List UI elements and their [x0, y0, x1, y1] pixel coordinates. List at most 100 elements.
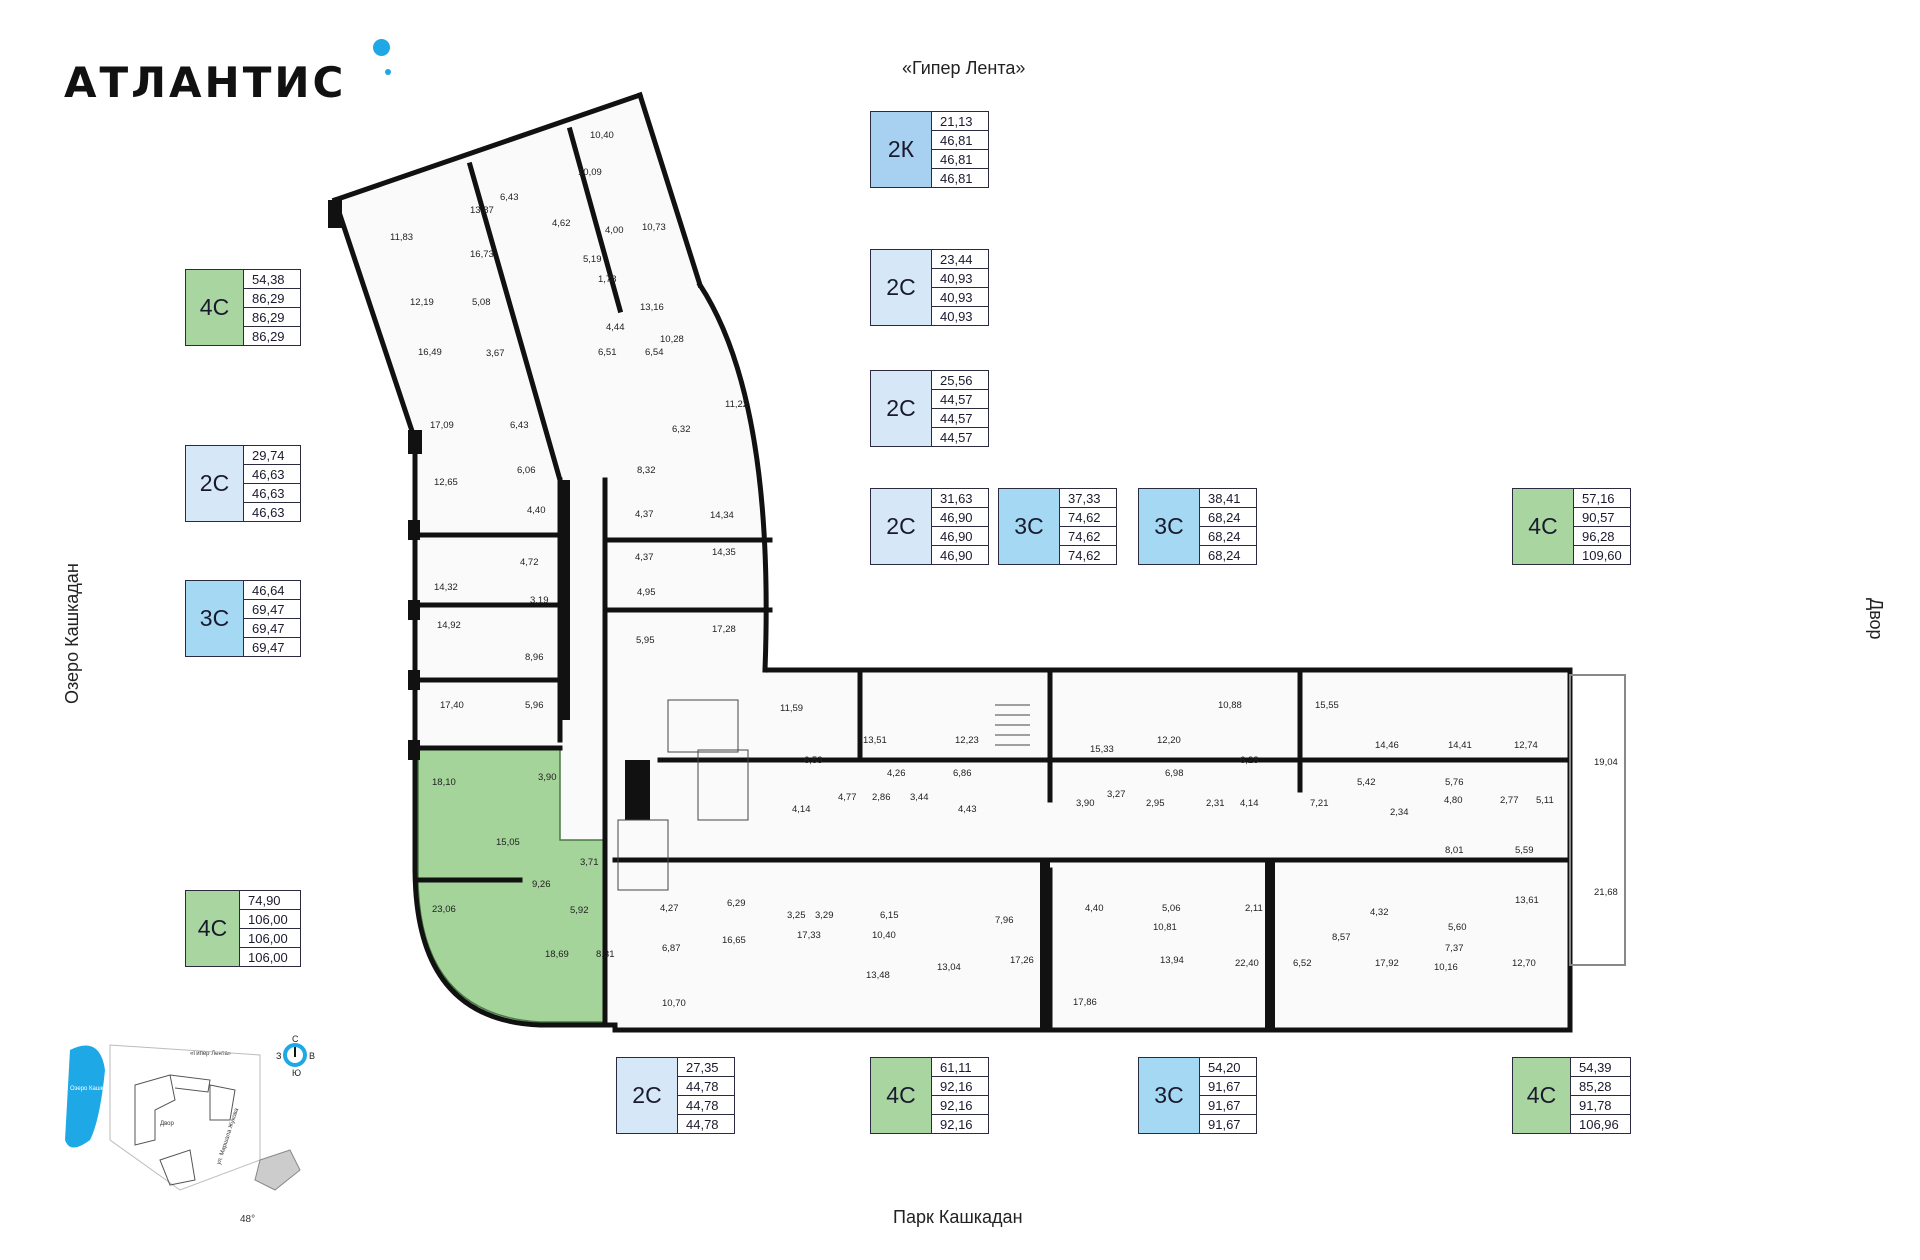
area-value: 90,57 [1574, 508, 1630, 527]
apartment-card-2c[interactable]: 2С 23,44 40,93 40,93 40,93 [870, 249, 989, 326]
area-value: 61,11 [932, 1058, 988, 1077]
room-area: 11,22 [725, 399, 748, 410]
room-area: 3,19 [530, 595, 549, 606]
room-area: 8,01 [1445, 845, 1464, 856]
area-value: 44,57 [932, 390, 988, 409]
area-value: 44,78 [678, 1077, 734, 1096]
room-area: 6,43 [510, 420, 529, 431]
apartment-card-4c[interactable]: 4С 74,90 106,00 106,00 106,00 [185, 890, 301, 967]
room-area: 4,72 [520, 557, 539, 568]
room-area: 1,78 [598, 274, 617, 285]
room-area: 6,15 [880, 910, 899, 921]
room-area: 3,27 [1107, 789, 1126, 800]
rotation-label: 48° [240, 1214, 255, 1225]
room-area: 17,28 [712, 624, 736, 635]
room-area: 10,40 [872, 930, 896, 941]
room-area: 18,10 [432, 777, 456, 788]
room-area: 19,04 [1594, 757, 1618, 768]
room-area: 17,09 [430, 420, 454, 431]
room-area: 17,86 [1073, 997, 1097, 1008]
room-area: 10,28 [660, 334, 684, 345]
area-value: 85,28 [1571, 1077, 1630, 1096]
room-area: 8,32 [637, 465, 656, 476]
room-area: 22,40 [1235, 958, 1259, 969]
room-area: 3,25 [787, 910, 806, 921]
room-area: 17,40 [440, 700, 464, 711]
room-area: 6,43 [500, 192, 519, 203]
lake-shape [65, 1045, 105, 1148]
apartment-type: 3С [999, 489, 1060, 564]
area-value: 21,13 [932, 112, 988, 131]
area-value: 106,00 [240, 910, 300, 929]
area-value: 46,81 [940, 170, 973, 186]
room-area: 4,43 [958, 804, 977, 815]
apartment-card-3c[interactable]: 3С 46,64 69,47 69,47 69,47 [185, 580, 301, 657]
area-value: 92,16 [932, 1096, 988, 1115]
room-area: 4,44 [606, 322, 625, 333]
room-area: 16,65 [722, 935, 746, 946]
room-area: 5,95 [636, 635, 655, 646]
compass-n: С [292, 1034, 299, 1044]
room-area: 17,33 [797, 930, 821, 941]
area-value: 40,93 [932, 269, 988, 288]
room-area: 14,35 [712, 547, 736, 558]
room-area: 6,53 [804, 755, 823, 766]
label-south: Парк Кашкадан [893, 1207, 1023, 1227]
room-area: 4,40 [1085, 903, 1104, 914]
mini-lake-label: Озеро Кашкадан [70, 1086, 117, 1092]
room-area: 2,31 [1206, 798, 1225, 809]
area-value: 86,29 [244, 308, 300, 327]
room-area: 4,77 [838, 792, 857, 803]
room-area: 7,21 [1310, 798, 1329, 809]
room-area: 7,37 [1445, 943, 1464, 954]
apartment-card-2c[interactable]: 2С 25,56 44,57 44,57 44,57 [870, 370, 989, 447]
room-area: 4,37 [635, 509, 654, 520]
apartment-type: 2С [871, 250, 932, 325]
room-area: 2,95 [1146, 798, 1165, 809]
room-area: 6,28 [1240, 755, 1259, 766]
apartment-card-3c[interactable]: 3С 37,33 74,62 74,62 74,62 [998, 488, 1117, 565]
room-area: 13,87 [470, 205, 494, 216]
apartment-card-2k[interactable]: 2К 21,13 46,81 46,81 46,81 [870, 111, 989, 188]
room-area: 7,96 [995, 915, 1014, 926]
room-area: 5,08 [472, 297, 491, 308]
room-area: 3,90 [538, 772, 557, 783]
apartment-card-2c[interactable]: 2С 27,35 44,78 44,78 44,78 [616, 1057, 735, 1134]
room-area: 4,80 [1444, 795, 1463, 806]
apartment-card-3c[interactable]: 3С 38,41 68,24 68,24 68,24 [1138, 488, 1257, 565]
room-area: 4,95 [637, 587, 656, 598]
area-value: 54,20 [1200, 1058, 1256, 1077]
area-value: 106,96 [1579, 1116, 1619, 1132]
apartment-card-4c[interactable]: 4С 57,16 90,57 96,28 109,60 [1512, 488, 1631, 565]
room-area: 3,44 [910, 792, 929, 803]
area-value: 96,28 [1574, 527, 1630, 546]
compass-e: В [309, 1051, 315, 1061]
room-area: 5,96 [525, 700, 544, 711]
room-area: 5,76 [1445, 777, 1464, 788]
room-area: 2,11 [1245, 903, 1263, 914]
room-area: 4,14 [792, 804, 811, 815]
room-area: 13,94 [1160, 955, 1184, 966]
apartment-card-3c[interactable]: 3С 54,20 91,67 91,67 91,67 [1138, 1057, 1257, 1134]
room-area: 4,37 [635, 552, 654, 563]
apartment-type: 4С [871, 1058, 932, 1133]
mini-yard-label: Двор [160, 1121, 175, 1127]
room-area: 12,23 [955, 735, 979, 746]
area-value: 46,63 [244, 484, 300, 503]
apartment-card-2c[interactable]: 2С 29,74 46,63 46,63 46,63 [185, 445, 301, 522]
room-area: 2,77 [1500, 795, 1519, 806]
room-area: 13,61 [1515, 895, 1539, 906]
apartment-card-2c[interactable]: 2С 31,63 46,90 46,90 46,90 [870, 488, 989, 565]
room-area: 18,69 [545, 949, 569, 960]
area-value: 68,24 [1200, 508, 1256, 527]
apartment-card-4c[interactable]: 4С 61,11 92,16 92,16 92,16 [870, 1057, 989, 1134]
apartment-card-4c[interactable]: 4С 54,38 86,29 86,29 86,29 [185, 269, 301, 346]
room-area: 6,54 [645, 347, 664, 358]
room-area: 15,33 [1090, 744, 1114, 755]
room-area: 2,34 [1390, 807, 1409, 818]
mini-north-label: «Гипер Лента» [190, 1051, 232, 1057]
apartment-card-4c[interactable]: 4С 54,39 85,28 91,78 106,96 [1512, 1057, 1631, 1134]
room-area: 14,34 [710, 510, 734, 521]
area-value: 74,90 [240, 891, 300, 910]
